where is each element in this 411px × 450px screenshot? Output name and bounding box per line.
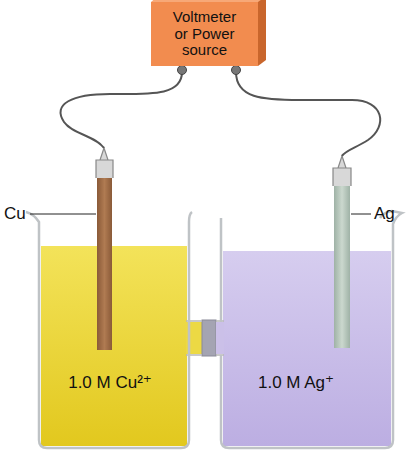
bridge-glass — [186, 321, 224, 355]
solution-label: 1.0 M Cu²⁺ — [68, 372, 152, 393]
right-clip — [333, 156, 351, 186]
leader-line — [30, 214, 96, 215]
silver-electrode — [334, 180, 350, 348]
bridge-right — [216, 322, 224, 354]
electrode-label: Ag — [374, 204, 395, 224]
left-clip — [96, 148, 113, 178]
electrode-label: Cu — [4, 204, 26, 224]
copper-solution — [41, 246, 187, 446]
terminal — [232, 66, 241, 75]
silver-solution — [223, 251, 391, 446]
left-wire — [61, 72, 182, 148]
terminal — [178, 66, 187, 75]
meter-label: Voltmeter or Power source — [165, 9, 244, 59]
box-side-face — [258, 0, 266, 66]
bridge-plug — [202, 320, 216, 356]
copper-electrode — [97, 172, 112, 350]
leader-line — [351, 214, 371, 215]
solution-label: 1.0 M Ag⁺ — [258, 372, 334, 393]
meter-box: Voltmeter or Power source — [151, 2, 258, 66]
right-beaker — [221, 211, 402, 448]
right-wire — [236, 72, 380, 156]
